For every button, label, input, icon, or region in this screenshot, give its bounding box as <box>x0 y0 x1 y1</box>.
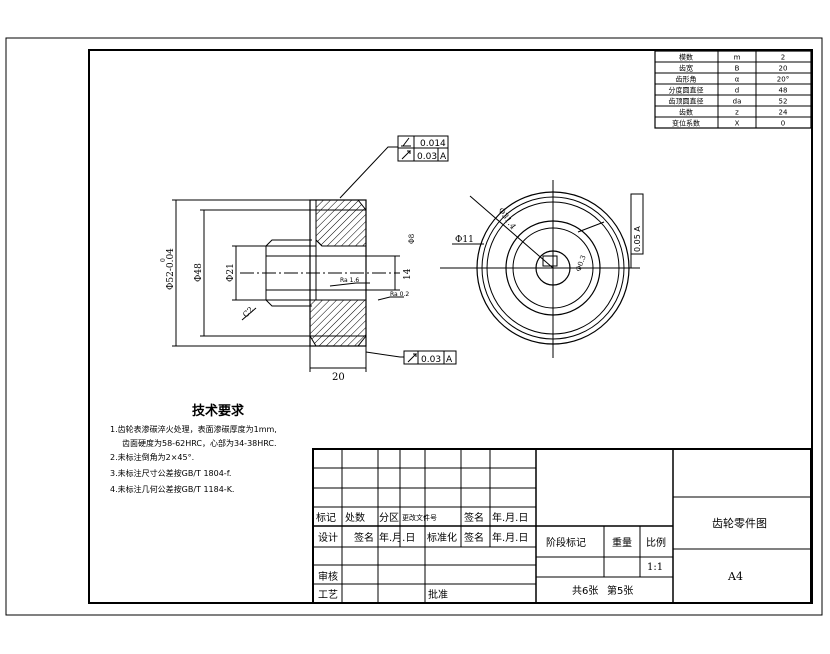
param-val: 48 <box>779 87 788 95</box>
tb-approve: 批准 <box>428 588 448 601</box>
param-val: 20° <box>777 76 789 84</box>
param-name: 齿形角 <box>676 75 697 84</box>
roughness-2: Ra 0.2 <box>390 291 409 298</box>
param-sym: d <box>735 87 739 95</box>
param-sym: da <box>733 98 742 106</box>
tol-right: 0.05 A <box>633 226 642 252</box>
dim-width: 20 <box>332 372 345 383</box>
param-val: 52 <box>779 98 788 106</box>
param-val: 24 <box>779 109 788 117</box>
param-sym: z <box>735 109 739 117</box>
gear-section-view <box>172 146 404 372</box>
tol-bottom: 0.03 <box>421 355 441 365</box>
tb-date: 年.月.日 <box>492 511 528 524</box>
dim-right-2: Φ0.3 <box>574 254 587 273</box>
param-name: 变位系数 <box>672 119 700 128</box>
param-name: 齿宽 <box>679 64 693 73</box>
param-val: 20 <box>779 65 788 73</box>
param-sym: m <box>734 54 741 62</box>
tb-std: 标准化 <box>427 531 457 544</box>
dim-bore: Φ21 <box>226 263 236 282</box>
tb-design: 设计 <box>318 531 338 544</box>
title-block <box>312 448 812 604</box>
tech-title: 技术要求 <box>192 403 245 419</box>
tb-size: A4 <box>727 570 743 583</box>
tb-stage: 阶段标记 <box>546 536 586 549</box>
tech-item-3: 3.未标注尺寸公差按GB/T 1804-f. <box>110 468 231 478</box>
tb-doc: 更改文件号 <box>402 513 437 522</box>
tol-top-2-ref: A <box>440 152 447 162</box>
tb-title: 齿轮零件图 <box>712 516 767 530</box>
tolerance-frames <box>397 135 644 365</box>
dim-tip: Φ52-0.04 <box>166 248 176 290</box>
tb-date2: 年.月.日 <box>379 531 415 544</box>
tech-item-1b: 齿面硬度为58-62HRC，心部为34-38HRC. <box>122 438 277 448</box>
param-name: 分度圆直径 <box>669 86 704 95</box>
gear-parameter-table <box>654 50 812 129</box>
tol-bottom-ref: A <box>446 355 453 365</box>
dim-hub: Φ8 <box>408 234 416 244</box>
param-sym: B <box>735 65 740 73</box>
tb-scale: 比例 <box>646 536 666 549</box>
param-name: 模数 <box>679 53 693 62</box>
tb-count: 处数 <box>345 511 365 524</box>
outer-frame <box>5 37 823 616</box>
tb-scale-val: 1:1 <box>647 562 663 573</box>
gear-end-view <box>440 180 640 358</box>
tb-sign3: 签名 <box>464 531 484 544</box>
dim-inner: 14 <box>403 268 413 280</box>
roughness-1: Ra 1.6 <box>340 277 359 284</box>
tech-item-1: 1.齿轮表渗碳淬火处理，表面渗碳厚度为1mm, <box>110 424 277 434</box>
tb-review: 审核 <box>318 570 338 583</box>
tb-zone: 分区 <box>379 512 399 524</box>
tb-process: 工艺 <box>318 589 338 601</box>
tol-top-1: 0.014 <box>420 139 446 149</box>
dim-right-3: Φ31.4 <box>496 206 517 231</box>
param-val: 0 <box>781 120 785 128</box>
param-val: 2 <box>781 54 785 62</box>
tb-date3: 年.月.日 <box>492 531 528 544</box>
tb-sheet-no: 第5张 <box>607 584 633 597</box>
dim-root: Φ48 <box>194 263 204 282</box>
param-name: 齿数 <box>679 108 693 117</box>
tech-item-2: 2.未标注倒角为2×45°. <box>110 452 194 462</box>
param-sym: α <box>735 76 740 84</box>
dim-chamfer: C2 <box>241 305 255 319</box>
tb-weight: 重量 <box>612 536 632 549</box>
dim-right-1: Φ11 <box>455 235 474 245</box>
dim-tip-sup: 0 <box>160 258 167 262</box>
tb-sign: 签名 <box>464 511 484 524</box>
tb-sign2: 签名 <box>354 531 374 544</box>
tech-item-4: 4.未标注几何公差按GB/T 1184-K. <box>110 484 234 494</box>
param-sym: X <box>735 120 740 128</box>
tol-top-2: 0.03 <box>417 152 437 162</box>
tb-sheets: 共6张 <box>572 585 598 597</box>
param-name: 齿顶圆直径 <box>669 97 704 106</box>
tb-mark: 标记 <box>316 512 336 524</box>
